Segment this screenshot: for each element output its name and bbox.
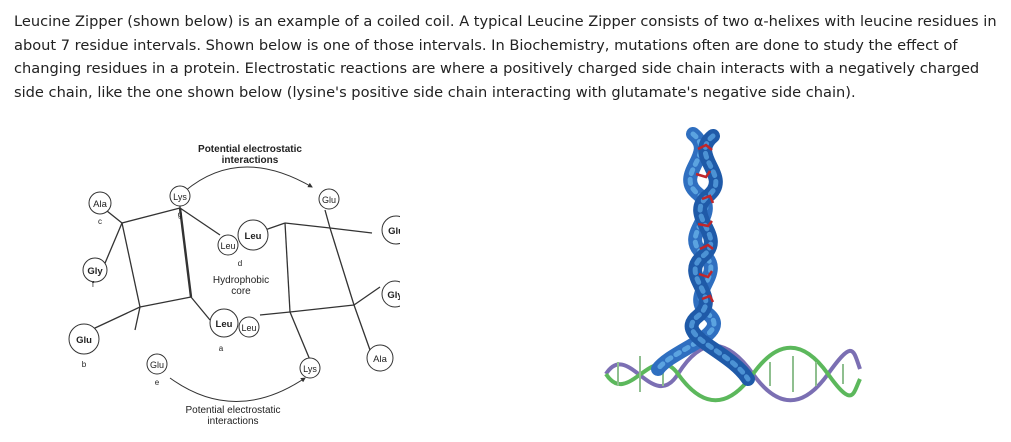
helical-wheel-diagram: Potential electrostatic interactions Ala… bbox=[68, 144, 400, 427]
position-a-label: a bbox=[219, 344, 224, 353]
residue-leu-a-left: Leu bbox=[216, 319, 233, 330]
core-label-line2: core bbox=[231, 286, 251, 297]
leucine-zipper-structure-image bbox=[604, 127, 862, 403]
residue-leu-d-right: Leu bbox=[245, 231, 262, 242]
position-c-label: c bbox=[98, 217, 102, 226]
residue-gly-right: Gly bbox=[387, 290, 400, 301]
residue-leu-a-right: Leu bbox=[241, 323, 256, 333]
residue-circle-ala-right bbox=[366, 344, 394, 372]
residue-leu-d-left: Leu bbox=[220, 241, 235, 251]
top-interaction-label-line2: interactions bbox=[222, 155, 279, 166]
residue-circle-lys-bottom bbox=[299, 357, 321, 379]
residue-circle-glu-top bbox=[318, 188, 340, 210]
residue-circle-gly-right bbox=[381, 280, 400, 308]
residue-glu-b: Glu bbox=[76, 335, 92, 346]
dna-strands bbox=[604, 343, 862, 403]
residue-circle-glu-right bbox=[381, 215, 400, 245]
residue-circle-glu-e bbox=[146, 353, 168, 375]
bottom-interaction-label-line1: Potential electrostatic bbox=[185, 405, 280, 416]
helix-right bbox=[684, 129, 755, 386]
residue-glu-right: Glu bbox=[388, 226, 400, 237]
position-g-label: g bbox=[178, 210, 182, 219]
residue-glu-top: Glu bbox=[322, 195, 336, 205]
residue-circle-gly-f bbox=[82, 257, 108, 283]
residue-gly-f: Gly bbox=[87, 266, 103, 277]
residue-circle-ala bbox=[88, 191, 112, 215]
residue-ala-c: Ala bbox=[93, 199, 107, 210]
bottom-interaction-label-line2: interactions bbox=[207, 416, 258, 427]
residue-circle-glu-b bbox=[68, 323, 100, 355]
position-f-label: f bbox=[92, 280, 95, 289]
residue-ala-right: Ala bbox=[373, 354, 387, 365]
residue-circle-leu-a-right bbox=[238, 316, 260, 338]
core-label-line1: Hydrophobic bbox=[213, 275, 269, 286]
top-electrostatic-arc bbox=[184, 166, 313, 192]
residue-circle-leu-d-right bbox=[237, 219, 269, 251]
position-d-label: d bbox=[238, 259, 242, 268]
residue-lys-g: Lys bbox=[173, 192, 187, 202]
residue-circle-leu-d-left bbox=[217, 234, 239, 256]
intro-paragraph: Leucine Zipper (shown below) is an examp… bbox=[14, 13, 997, 101]
position-e-label: e bbox=[155, 378, 160, 387]
residue-circle-lys bbox=[169, 185, 191, 207]
residue-lys-bottom: Lys bbox=[303, 364, 317, 374]
top-interaction-label-line1: Potential electrostatic bbox=[198, 144, 302, 155]
residue-glu-e: Glu bbox=[150, 360, 164, 370]
leucine-side-chains bbox=[695, 143, 715, 303]
position-b-label: b bbox=[82, 360, 87, 369]
residue-circle-leu-a-left bbox=[209, 308, 239, 338]
bottom-electrostatic-arc bbox=[169, 377, 306, 402]
